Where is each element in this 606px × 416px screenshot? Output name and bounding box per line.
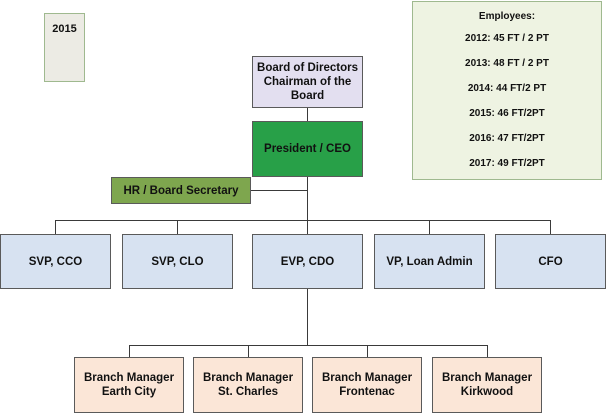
cdo-trunk-connector bbox=[307, 289, 308, 345]
dept-label: SVP, CCO bbox=[28, 255, 83, 268]
year-label-box: 2015 bbox=[44, 13, 85, 82]
dept-box-vp-loan-admin: VP, Loan Admin bbox=[374, 234, 485, 289]
branch-drop-4 bbox=[487, 345, 488, 357]
employees-row: 2016: 47 FT/2PT bbox=[469, 133, 545, 144]
branch-box-kirkwood: Branch Manager Kirkwood bbox=[432, 357, 542, 413]
employees-row: 2015: 46 FT/2PT bbox=[469, 108, 545, 119]
branch-drop-1 bbox=[129, 345, 130, 357]
dept-label: SVP, CLO bbox=[151, 255, 204, 268]
hr-board-secretary-box: HR / Board Secretary bbox=[111, 177, 251, 204]
branch-label: Branch Manager St. Charles bbox=[202, 372, 294, 398]
hr-connector bbox=[251, 190, 307, 191]
employees-row: 2017: 49 FT/2PT bbox=[469, 158, 545, 169]
branch-box-frontenac: Branch Manager Frontenac bbox=[312, 357, 422, 413]
branch-drop-3 bbox=[367, 345, 368, 357]
dept-bus-line bbox=[55, 220, 551, 221]
year-label: 2015 bbox=[52, 23, 77, 35]
ceo-label: President / CEO bbox=[264, 143, 351, 155]
ceo-trunk-connector bbox=[307, 177, 308, 220]
branch-label: Branch Manager Kirkwood bbox=[441, 372, 533, 398]
board-of-directors-box: Board of Directors Chairman of the Board bbox=[252, 56, 363, 108]
employees-title: Employees: bbox=[478, 11, 536, 22]
dept-box-svp-clo: SVP, CLO bbox=[122, 234, 233, 289]
branch-label: Branch Manager Frontenac bbox=[321, 372, 413, 398]
board-ceo-connector bbox=[307, 108, 308, 121]
dept-label: CFO bbox=[538, 255, 563, 268]
employees-row: 2013: 48 FT / 2 PT bbox=[465, 58, 549, 69]
president-ceo-box: President / CEO bbox=[252, 121, 363, 177]
dept-label: EVP, CDO bbox=[280, 255, 335, 268]
dept-drop-1 bbox=[55, 220, 56, 234]
employees-row: 2014: 44 FT/2 PT bbox=[467, 83, 547, 94]
branch-box-st-charles: Branch Manager St. Charles bbox=[193, 357, 303, 413]
dept-drop-4 bbox=[429, 220, 430, 234]
dept-box-cfo: CFO bbox=[495, 234, 606, 289]
branch-bus-line bbox=[129, 345, 487, 346]
branch-box-earth-city: Branch Manager Earth City bbox=[74, 357, 184, 413]
dept-drop-3 bbox=[307, 220, 308, 234]
dept-drop-2 bbox=[177, 220, 178, 234]
hr-label: HR / Board Secretary bbox=[123, 184, 239, 197]
employees-panel: Employees: 2012: 45 FT / 2 PT 2013: 48 F… bbox=[412, 1, 602, 180]
dept-drop-5 bbox=[550, 220, 551, 234]
employees-row: 2012: 45 FT / 2 PT bbox=[465, 33, 549, 44]
dept-box-svp-cco: SVP, CCO bbox=[0, 234, 111, 289]
dept-label: VP, Loan Admin bbox=[386, 255, 473, 268]
branch-label: Branch Manager Earth City bbox=[83, 372, 175, 398]
branch-drop-2 bbox=[248, 345, 249, 357]
board-label: Board of Directors Chairman of the Board bbox=[257, 62, 358, 102]
dept-box-evp-cdo: EVP, CDO bbox=[252, 234, 363, 289]
